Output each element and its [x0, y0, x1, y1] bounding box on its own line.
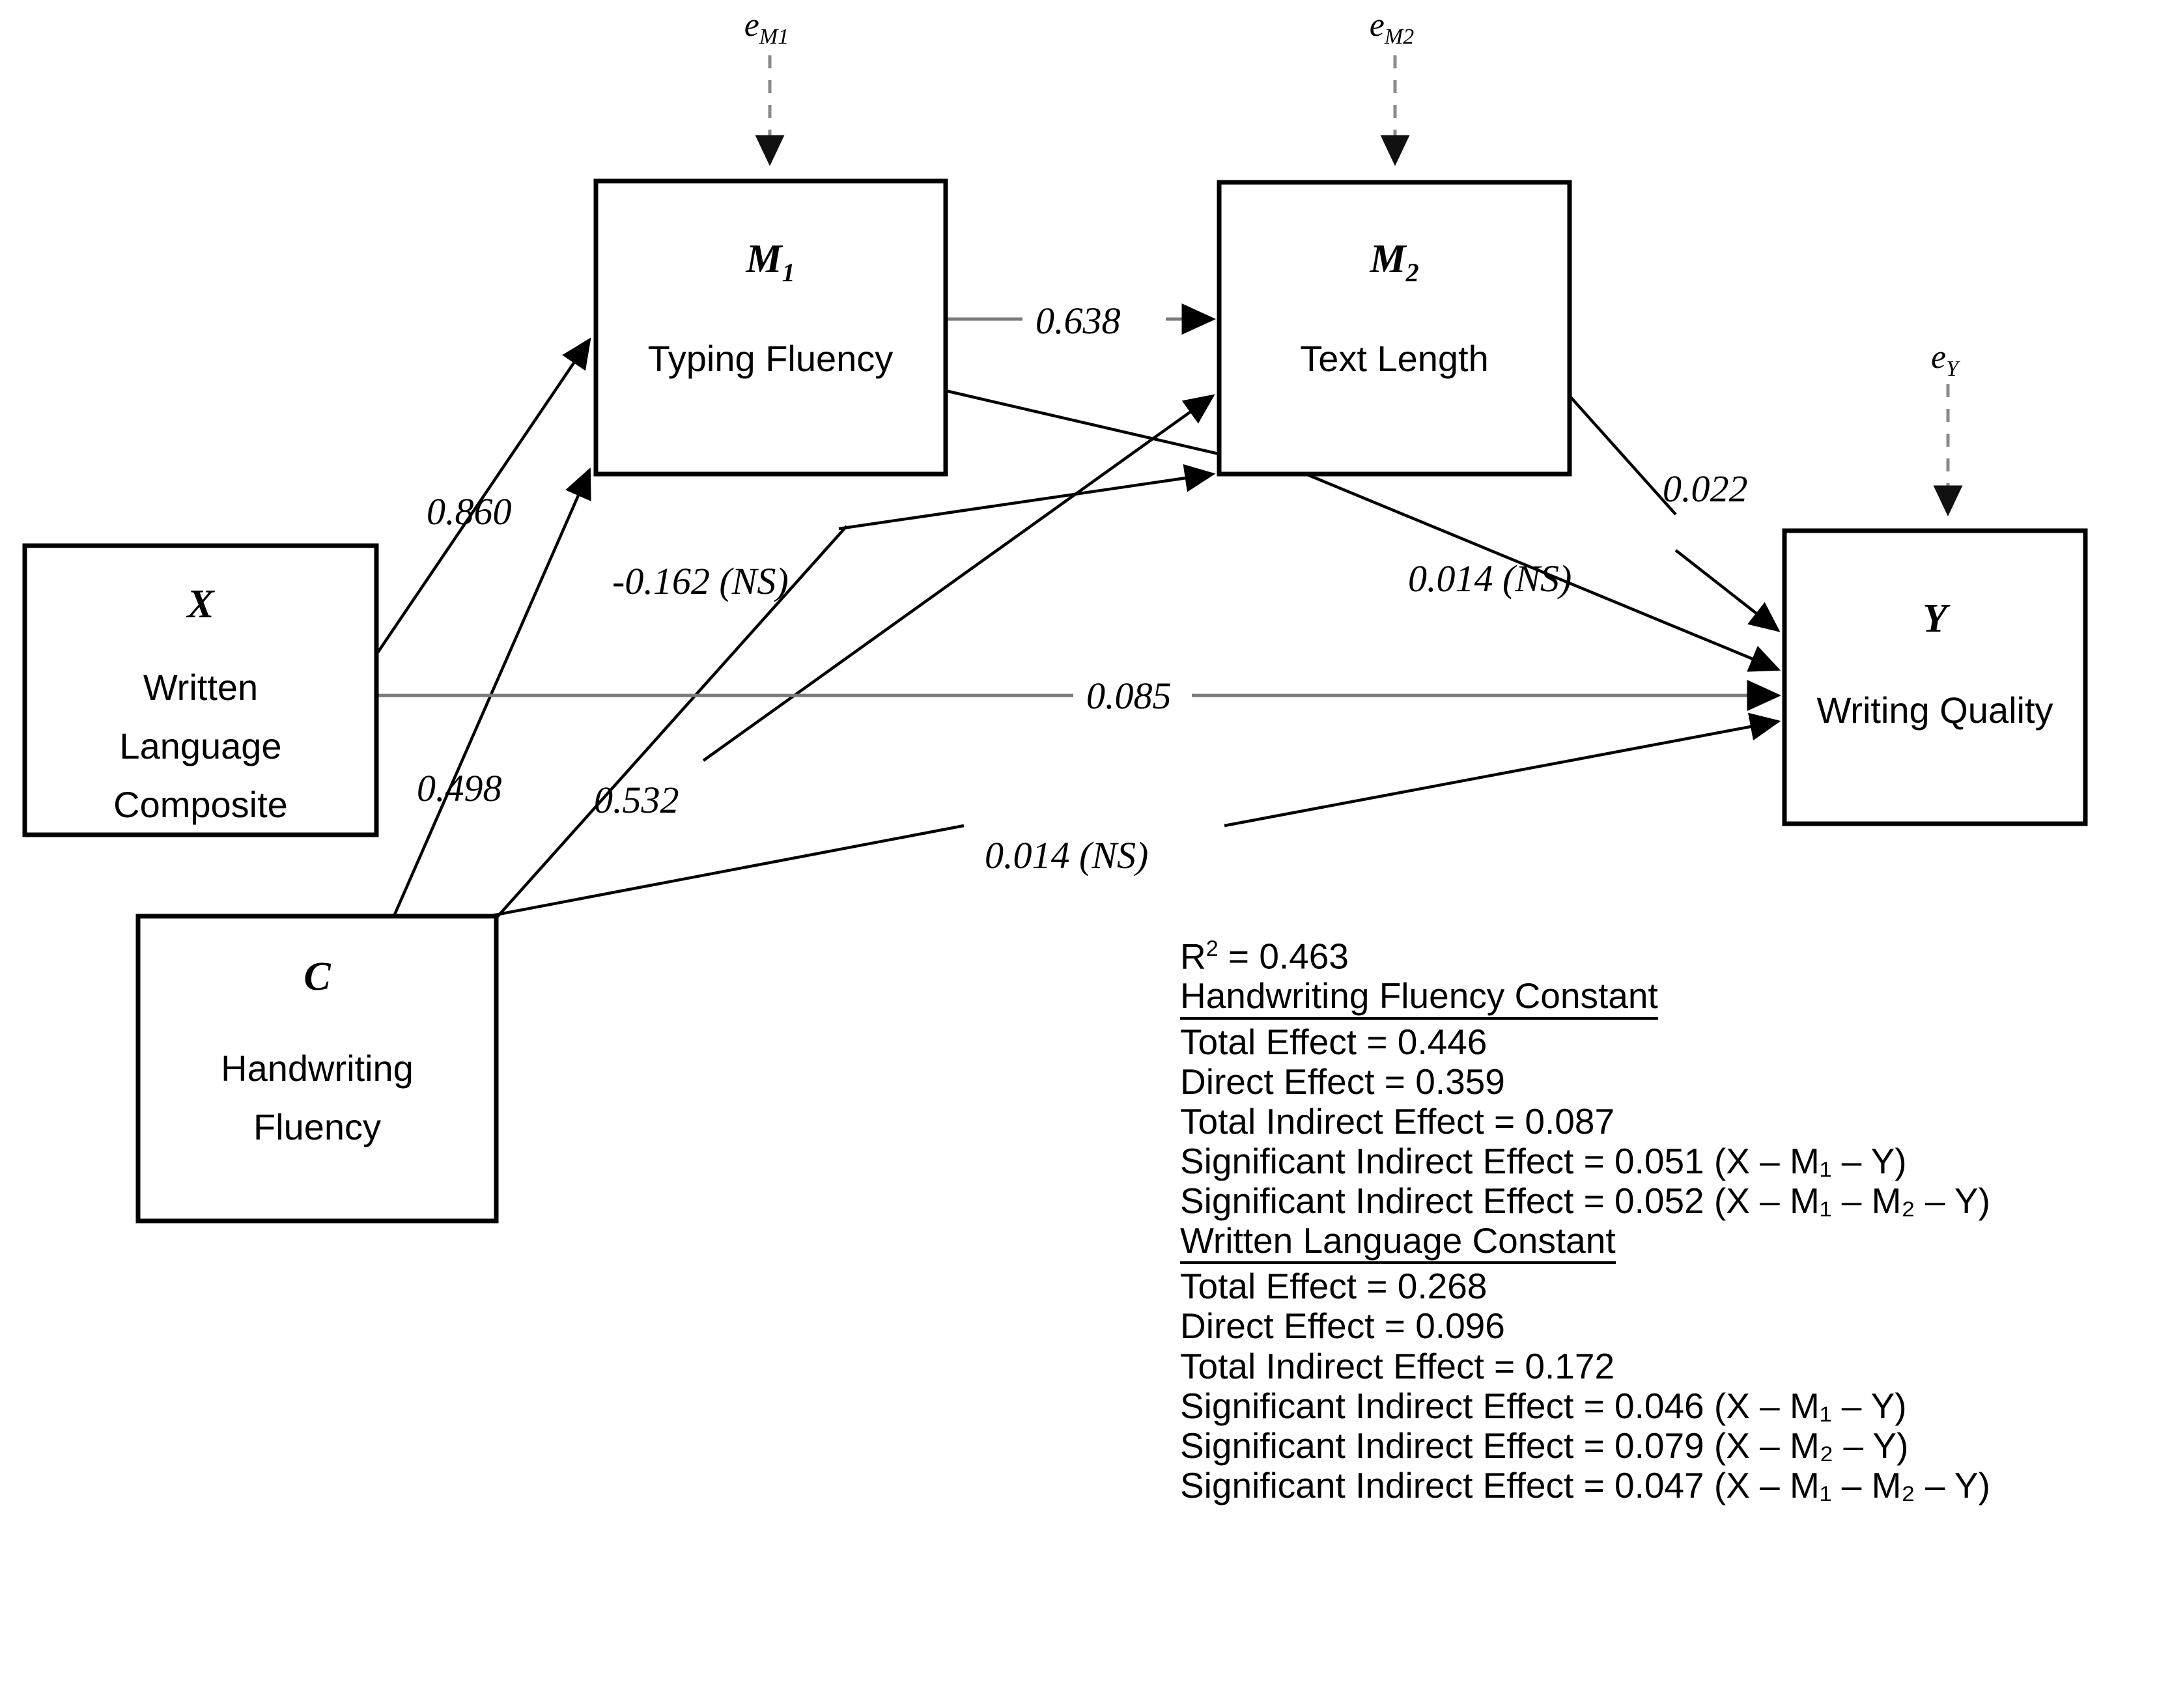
stat-row-wl-sig-indirect-2: Significant Indirect Effect = 0.079 (X –…	[1180, 1426, 2105, 1466]
stat-wl-sig-2-text: Significant Indirect Effect = 0.079	[1180, 1425, 1714, 1466]
path-x-to-m2	[702, 394, 1215, 762]
path-c-to-y	[485, 712, 1781, 919]
stat-wl-sig-1-path: (X – M₁ – Y)	[1713, 1385, 1907, 1426]
error-label-em1: eM1	[744, 7, 789, 49]
node-m2-label: Text Length	[1300, 338, 1489, 379]
error-label-em2: eM2	[1370, 7, 1414, 49]
group-heading-written-language: Written Language Constant	[1180, 1221, 1616, 1265]
path-c-to-m2	[494, 464, 1216, 921]
group-heading-row-2: Written Language Constant	[1180, 1221, 2105, 1267]
stat-hf-sig-2-text: Significant Indirect Effect = 0.052	[1180, 1181, 1714, 1222]
node-m1-label: Typing Fluency	[648, 338, 894, 379]
stat-hf-sig-2-path: (X – M₁ – M₂ – Y)	[1713, 1181, 1990, 1222]
stat-hf-sig-1-text: Significant Indirect Effect = 0.051	[1180, 1140, 1714, 1181]
coef-label-m1-to-y: 0.014 (NS)	[1408, 557, 1572, 600]
coef-label-x-to-m2: 0.532	[594, 779, 679, 821]
path-m2-to-y	[1568, 395, 1781, 632]
node-box-c[interactable]: C Handwriting Fluency	[135, 914, 499, 1224]
r-squared-symbol: R	[1180, 936, 1206, 977]
node-box-m2[interactable]: M2 Text Length	[1217, 180, 1572, 477]
node-y-code: Y	[1923, 596, 1951, 641]
node-m2-code-sub: 2	[1405, 258, 1419, 287]
stat-row-wl-total-indirect-effect: Total Indirect Effect = 0.172	[1180, 1345, 1615, 1386]
stat-row-wl-total-effect: Total Effect = 0.268	[1180, 1266, 1487, 1307]
svg-text:M1: M1	[745, 237, 795, 287]
node-m1-code: M	[745, 237, 783, 281]
stat-hf-sig-1-path: (X – M₁ – Y)	[1713, 1140, 1907, 1181]
statistics-block: R2 = 0.463 Handwriting Fluency Constant …	[1180, 936, 2105, 1505]
stat-row-hf-sig-indirect-2: Significant Indirect Effect = 0.052 (X –…	[1180, 1181, 2105, 1221]
coef-label-c-to-m1: 0.498	[417, 767, 502, 809]
coef-label-m2-to-y: 0.022	[1663, 468, 1748, 510]
svg-text:M2: M2	[1369, 237, 1418, 287]
node-x-code: X	[186, 582, 215, 626]
node-box-y[interactable]: Y Writing Quality	[1782, 528, 2088, 826]
stat-row-hf-sig-indirect-1: Significant Indirect Effect = 0.051 (X –…	[1180, 1141, 2105, 1181]
node-m1-code-sub: 1	[782, 258, 795, 287]
coef-label-c-to-y: 0.014 (NS)	[985, 834, 1148, 876]
node-m2-code: M	[1369, 237, 1407, 281]
coef-label-x-to-m1: 0.860	[427, 490, 512, 533]
stat-row-hf-total-effect: Total Effect = 0.446	[1180, 1021, 1487, 1062]
node-x-label-line3: Composite	[113, 784, 288, 825]
stat-row-wl-sig-indirect-1: Significant Indirect Effect = 0.046 (X –…	[1180, 1386, 2105, 1426]
coef-label-x-to-y: 0.085	[1086, 675, 1172, 717]
stat-row-hf-direct-effect: Direct Effect = 0.359	[1180, 1061, 1505, 1102]
coef-label-c-to-m2: -0.162 (NS)	[612, 560, 789, 602]
node-x-label-line1: Written	[143, 667, 258, 708]
node-c-label-line1: Handwriting	[221, 1048, 414, 1089]
path-x-to-m1	[376, 337, 591, 654]
stat-wl-sig-3-path: (X – M₁ – M₂ – Y)	[1713, 1464, 1990, 1505]
node-box-m1[interactable]: M1 Typing Fluency	[593, 178, 948, 477]
r-squared-equals: =	[1218, 936, 1260, 977]
r-squared-exponent: 2	[1205, 936, 1219, 961]
stat-wl-sig-3-text: Significant Indirect Effect = 0.047	[1180, 1464, 1714, 1505]
node-y-label: Writing Quality	[1816, 690, 2053, 731]
coef-label-m1-to-m2: 0.638	[1036, 300, 1121, 342]
node-c-label-line2: Fluency	[253, 1106, 381, 1147]
r-squared-line: R2 = 0.463	[1180, 936, 2105, 976]
group-heading-row-1: Handwriting Fluency Constant	[1180, 976, 2105, 1022]
node-box-x[interactable]: X Written Language Composite	[22, 543, 379, 837]
error-label-ey: eY	[1931, 339, 1960, 381]
stat-row-wl-sig-indirect-3: Significant Indirect Effect = 0.047 (X –…	[1180, 1466, 2105, 1505]
r-squared-value: 0.463	[1259, 936, 1349, 977]
stat-row-wl-direct-effect: Direct Effect = 0.096	[1180, 1306, 1505, 1347]
group-heading-handwriting: Handwriting Fluency Constant	[1180, 976, 1658, 1020]
node-c-code: C	[303, 955, 331, 999]
node-x-label-line2: Language	[119, 725, 281, 766]
stat-row-hf-total-indirect-effect: Total Indirect Effect = 0.087	[1180, 1100, 1615, 1141]
stat-wl-sig-1-text: Significant Indirect Effect = 0.046	[1180, 1385, 1714, 1426]
stat-wl-sig-2-path: (X – M₂ – Y)	[1713, 1425, 1909, 1466]
